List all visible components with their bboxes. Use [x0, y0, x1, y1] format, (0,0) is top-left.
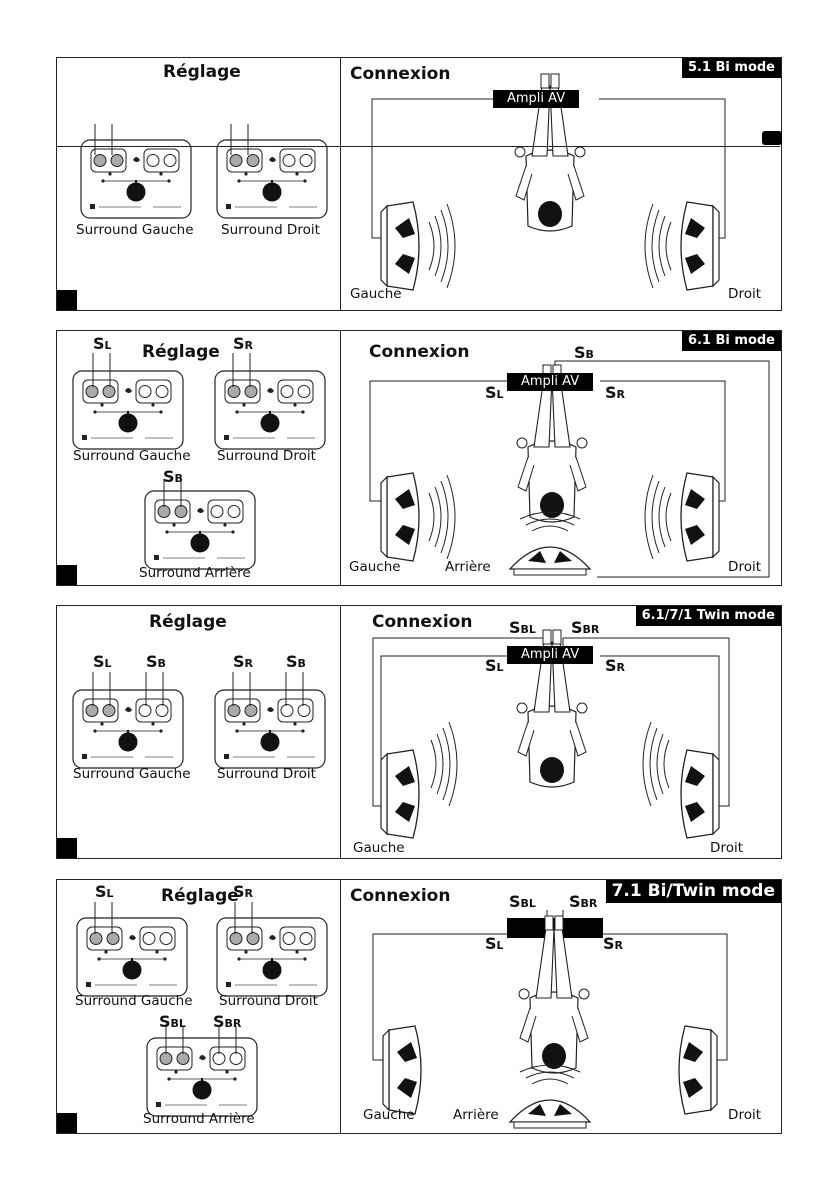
- panel-divider: [340, 331, 341, 585]
- label-sb-plate: SB: [163, 467, 183, 486]
- label-sbl-plate: SBL: [159, 1012, 186, 1031]
- right-caption: Surround Droit: [221, 222, 320, 238]
- label-sr-wire: SR: [603, 934, 624, 953]
- corner-marker: [57, 1113, 77, 1133]
- right-caption: Surround Droit: [219, 993, 318, 1009]
- right-speaker: [680, 201, 720, 291]
- label-sb-wire: SB: [574, 343, 594, 362]
- room-rear-label: Arrière: [453, 1107, 499, 1123]
- label-sb-right: SB: [286, 652, 306, 671]
- left-caption: Surround Gauche: [76, 222, 194, 238]
- panel-6-1-bi: Réglage Connexion 6.1 Bi mode SL SR SB S…: [56, 330, 782, 586]
- panel-5-1-bi: Réglage Connexion 5.1 Bi mode Ampli AV S…: [56, 57, 782, 311]
- left-caption: Surround Gauche: [73, 766, 191, 782]
- connection-title: Connexion: [372, 612, 473, 632]
- amp-label: Ampli AV: [507, 373, 594, 391]
- room-left-label: Gauche: [349, 559, 401, 575]
- label-sbr-wire: SBR: [569, 892, 598, 911]
- corner-marker: [57, 838, 77, 858]
- speaker-plate-right: [216, 139, 328, 219]
- panel-twin: Réglage Connexion 6.1/7/1 Twin mode SL S…: [56, 605, 782, 859]
- left-caption: Surround Gauche: [75, 993, 193, 1009]
- setting-title: Réglage: [149, 612, 227, 632]
- left-speaker: [380, 201, 456, 291]
- room-left-label: Gauche: [350, 286, 402, 302]
- mode-badge: 7.1 Bi/Twin mode: [605, 880, 781, 903]
- panel-divider: [340, 606, 341, 858]
- right-speaker: [678, 1025, 718, 1115]
- setting-title: Réglage: [142, 342, 220, 362]
- left-speaker: [380, 749, 420, 839]
- label-sl: SL: [95, 882, 114, 901]
- room-right-label: Droit: [728, 286, 761, 302]
- amp-label: Ampli AV: [493, 90, 580, 108]
- room-right-label: Droit: [710, 840, 743, 856]
- speaker-plate-rear: [144, 490, 256, 570]
- label-sr: SR: [233, 652, 254, 671]
- right-speaker: [680, 472, 720, 562]
- right-caption: Surround Droit: [217, 766, 316, 782]
- rear-caption: Surround Arrière: [143, 1111, 255, 1127]
- panel-2-drawing: [72, 353, 770, 578]
- label-sb-left: SB: [146, 652, 166, 671]
- rear-caption: Surround Arrière: [139, 565, 251, 581]
- label-sl-wire: SL: [485, 934, 504, 953]
- amp-label: Ampli AV: [507, 646, 594, 664]
- label-sl: SL: [93, 652, 112, 671]
- room-rear-label: Arrière: [445, 559, 491, 575]
- mode-badge: 6.1/7/1 Twin mode: [635, 606, 781, 626]
- setting-title: Réglage: [163, 62, 241, 82]
- speaker-plate-rear: [146, 1037, 258, 1117]
- speaker-plate-left: [72, 370, 184, 450]
- right-speaker: [680, 749, 720, 839]
- label-sl-wire: SL: [485, 656, 504, 675]
- room-right-label: Droit: [728, 559, 761, 575]
- connection-title: Connexion: [350, 886, 451, 906]
- label-sl: SL: [93, 334, 112, 353]
- speaker-plate-left: [80, 139, 192, 219]
- panel-divider: [340, 880, 341, 1133]
- connection-title: Connexion: [350, 64, 451, 84]
- corner-marker: [57, 290, 77, 310]
- room-right-label: Droit: [728, 1107, 761, 1123]
- panel-4-drawing: [76, 902, 728, 1129]
- speaker-plate-left: [76, 917, 188, 997]
- panel-1-drawing: [80, 73, 726, 291]
- label-sr: SR: [233, 882, 254, 901]
- left-caption: Surround Gauche: [73, 448, 191, 464]
- label-sbr-plate: SBR: [213, 1012, 242, 1031]
- label-sbr-wire: SBR: [571, 618, 600, 637]
- label-sl-wire: SL: [485, 383, 504, 402]
- left-speaker: [380, 472, 456, 562]
- speaker-plate-right: [214, 689, 326, 769]
- label-sr: SR: [233, 334, 254, 353]
- panel-divider: [340, 58, 341, 310]
- mode-badge: 5.1 Bi mode: [681, 58, 781, 78]
- speaker-plate-right: [216, 917, 328, 997]
- panel-7-1: Réglage Connexion 7.1 Bi/Twin mode SL SR…: [56, 879, 782, 1134]
- page-tab: [762, 131, 782, 145]
- room-left-label: Gauche: [353, 840, 405, 856]
- rear-speaker: [509, 1064, 591, 1129]
- left-speaker: [382, 1025, 422, 1115]
- mode-badge: 6.1 Bi mode: [681, 331, 781, 351]
- panel-3-drawing: [72, 629, 730, 839]
- setting-title: Réglage: [161, 886, 239, 906]
- label-sbl-wire: SBL: [509, 892, 536, 911]
- speaker-plate-left: [72, 689, 184, 769]
- room-left-label: Gauche: [363, 1107, 415, 1123]
- right-caption: Surround Droit: [217, 448, 316, 464]
- corner-marker: [57, 565, 77, 585]
- connection-title: Connexion: [369, 342, 470, 362]
- speaker-plate-right: [214, 370, 326, 450]
- listener: [518, 915, 590, 1074]
- label-sbl-wire: SBL: [509, 618, 536, 637]
- crop-rule: [56, 146, 780, 147]
- label-sr-wire: SR: [605, 656, 626, 675]
- label-sr-wire: SR: [605, 383, 626, 402]
